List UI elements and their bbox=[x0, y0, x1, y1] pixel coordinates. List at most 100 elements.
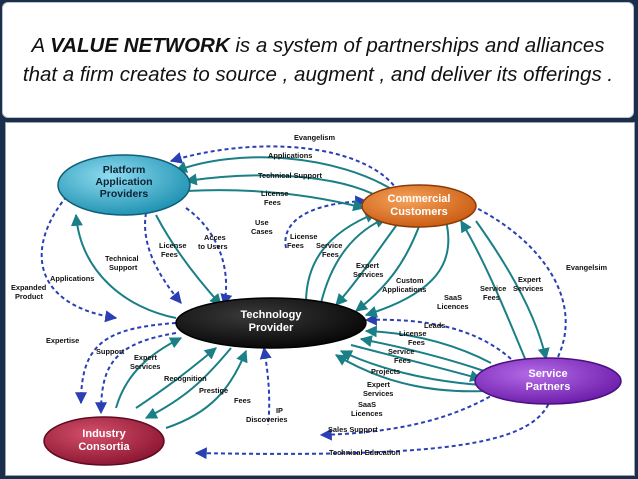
label-use-cases-1: Use bbox=[255, 218, 269, 227]
caption-paragraph: A VALUE NETWORK is a system of partnersh… bbox=[17, 31, 619, 89]
label-saas-licences-sp-1: SaaS bbox=[358, 400, 376, 409]
flow-prestige bbox=[144, 347, 232, 419]
flow-expert-services-cc bbox=[335, 218, 402, 306]
flow-expanded-product bbox=[40, 180, 118, 323]
dashed-flows bbox=[40, 145, 567, 460]
flow-expert-services-right bbox=[475, 220, 550, 361]
label-service-fees-right-1: Service bbox=[480, 284, 506, 293]
label-ip-2: Discoveries bbox=[246, 415, 288, 424]
flow-expertise bbox=[75, 322, 177, 405]
flow-recognition bbox=[135, 347, 217, 409]
label-custom-applications-1: Custom bbox=[396, 276, 424, 285]
flow-saas-licences-sp bbox=[334, 354, 485, 393]
label-leads: Leads bbox=[424, 321, 445, 330]
node-technology-provider: Technology Provider bbox=[175, 297, 367, 349]
label-evangelism-right: Evangelsim bbox=[566, 263, 608, 272]
flow-technical-support-left bbox=[144, 212, 182, 304]
flow-expert-services-sp bbox=[339, 350, 482, 386]
flow-use-cases bbox=[284, 195, 368, 249]
label-expert-services-ic-1: Expert bbox=[134, 353, 158, 362]
label-technical-education: Technical Education bbox=[329, 448, 401, 457]
label-prestige: Prestige bbox=[199, 386, 228, 395]
flow-expert-services-ic bbox=[115, 337, 183, 409]
node-service-line2: Partners bbox=[526, 381, 571, 393]
label-expert-services-ic-2: Services bbox=[130, 362, 160, 371]
label-license-fees-cc-1: License bbox=[290, 232, 318, 241]
label-service-fees-cc-2: Fees bbox=[322, 250, 339, 259]
flow-evangelism-top bbox=[169, 145, 399, 192]
caption-text: A VALUE NETWORK is a system of partnersh… bbox=[2, 2, 634, 118]
label-license-fees-sp-1: License bbox=[399, 329, 427, 338]
flow-license-fees-top bbox=[185, 189, 366, 212]
flow-service-fees-right bbox=[460, 219, 527, 362]
flow-technical-support-top bbox=[184, 173, 382, 199]
label-expanded-product-2: Product bbox=[15, 292, 43, 301]
label-saas-licences-cc-1: SaaS bbox=[444, 293, 462, 302]
label-license-fees-left-1: License bbox=[159, 241, 187, 250]
label-use-cases-2: Cases bbox=[251, 227, 273, 236]
flow-leads bbox=[364, 313, 512, 360]
flow-license-fees-cc bbox=[305, 211, 378, 304]
label-expert-services-sp-2: Services bbox=[363, 389, 393, 398]
flow-acces-users bbox=[185, 207, 233, 307]
label-license-fees-top-2: Fees bbox=[264, 198, 281, 207]
label-expert-services-sp-1: Expert bbox=[367, 380, 391, 389]
node-service-line1: Service bbox=[528, 368, 567, 380]
caption-lead: A bbox=[31, 34, 51, 57]
node-industry-consortia: Industry Consortia bbox=[43, 416, 165, 466]
value-network-diagram: Platform Application Providers Commercia… bbox=[5, 122, 635, 476]
flow-service-fees-cc bbox=[320, 216, 388, 304]
node-industry-line2: Consortia bbox=[78, 441, 130, 453]
node-commercial-line1: Commercial bbox=[388, 193, 451, 205]
label-saas-licences-sp-2: Licences bbox=[351, 409, 383, 418]
flow-evangelism-right bbox=[444, 192, 567, 362]
label-technical-support-left-2: Support bbox=[109, 263, 138, 272]
node-platform-application-providers: Platform Application Providers bbox=[57, 154, 191, 216]
label-service-fees-right-2: Fees bbox=[483, 293, 500, 302]
label-service-fees-sp-2: Fees bbox=[394, 356, 411, 365]
label-license-fees-left-2: Fees bbox=[161, 250, 178, 259]
label-license-fees-top-1: License bbox=[261, 189, 289, 198]
label-support: Support bbox=[96, 347, 125, 356]
flow-custom-applications bbox=[355, 220, 422, 312]
caption-term: VALUE NETWORK bbox=[50, 34, 230, 57]
label-technical-support-top: Technical Support bbox=[258, 171, 322, 180]
label-expert-services-right-1: Expert bbox=[518, 275, 542, 284]
node-platform-line1: Platform bbox=[103, 164, 146, 176]
node-technology-line2: Provider bbox=[249, 322, 294, 334]
label-acces-2: to Users bbox=[198, 242, 228, 251]
caption-rest: is a system of partnerships and alliance… bbox=[22, 34, 614, 86]
node-technology-line1: Technology bbox=[241, 309, 303, 321]
node-service-partners: Service Partners bbox=[474, 357, 622, 405]
label-expert-services-right-2: Services bbox=[513, 284, 543, 293]
node-industry-line1: Industry bbox=[82, 428, 126, 440]
label-service-fees-cc-1: Service bbox=[316, 241, 342, 250]
label-ip-1: IP bbox=[276, 406, 283, 415]
flow-applications-left bbox=[70, 213, 177, 319]
label-expertise: Expertise bbox=[46, 336, 79, 345]
label-acces-1: Acces bbox=[204, 233, 226, 242]
flow-license-fees-left bbox=[155, 214, 222, 306]
label-license-fees-cc-2: Fees bbox=[287, 241, 304, 250]
flow-saas-licences-cc bbox=[364, 220, 450, 318]
label-expert-services-cc-1: Expert bbox=[356, 261, 380, 270]
node-platform-line3: Providers bbox=[100, 188, 149, 200]
solid-flows bbox=[70, 156, 550, 429]
edge-labels: Evangelism Applications Technical Suppor… bbox=[11, 133, 608, 457]
flow-ip bbox=[259, 346, 272, 426]
label-sales-support: Sales Support bbox=[328, 425, 378, 434]
label-fees-ic: Fees bbox=[234, 396, 251, 405]
node-platform-line2: Application bbox=[95, 176, 152, 188]
flow-support bbox=[95, 332, 177, 415]
label-projects: Projects bbox=[371, 367, 400, 376]
label-applications-top: Applications bbox=[268, 151, 312, 160]
label-recognition: Recognition bbox=[164, 374, 207, 383]
flow-projects bbox=[350, 344, 483, 382]
label-expanded-product-1: Expanded bbox=[11, 283, 47, 292]
flow-license-fees-sp bbox=[364, 325, 492, 364]
label-service-fees-sp-1: Service bbox=[388, 347, 414, 356]
label-technical-support-left-1: Technical bbox=[105, 254, 139, 263]
flow-fees-ic bbox=[165, 349, 248, 429]
label-saas-licences-cc-2: Licences bbox=[437, 302, 469, 311]
label-applications-left: Applications bbox=[50, 274, 94, 283]
